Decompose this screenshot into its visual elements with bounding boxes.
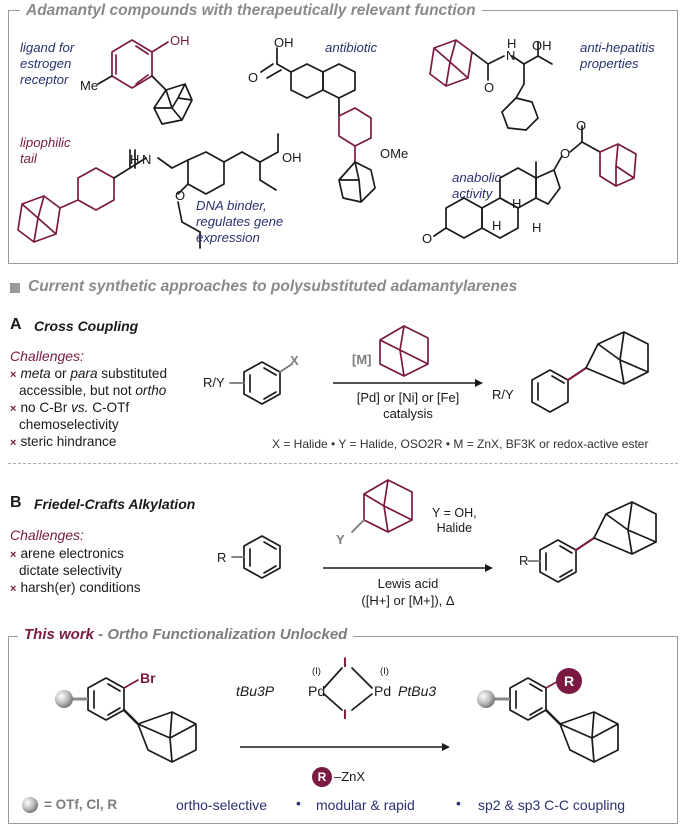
section-b-y-label: Y	[336, 532, 345, 547]
structure-anti-hepatitis	[429, 39, 553, 131]
challenge-a-3: ×no C-Br vs. C-OTf	[10, 400, 130, 415]
reagent-label: –ZnX	[334, 769, 366, 784]
atom-h-3: H	[512, 196, 522, 211]
label-anabolic: anabolic activity	[452, 170, 502, 201]
challenge-b-2: dictate selectivity	[19, 563, 122, 578]
atom-o-1: O	[248, 70, 259, 85]
feature-modular: modular & rapid	[316, 797, 415, 813]
this-work-arrow	[240, 743, 450, 751]
catalyst-bridges	[323, 667, 373, 711]
iodide-bottom: I	[343, 706, 347, 722]
catalyst-left: tBu3P	[236, 683, 275, 699]
section-a-x-label: X	[290, 353, 299, 368]
atom-h-4: H	[492, 218, 502, 233]
atom-n-2: N	[142, 152, 152, 167]
catalyst-pd2: Pd	[374, 683, 392, 699]
atom-o-2: O	[484, 80, 495, 95]
challenge-b-1: ×arene electronics	[10, 546, 124, 561]
section-heading: Current synthetic approaches to polysubs…	[28, 278, 518, 295]
section-divider	[8, 463, 678, 464]
this-work-product	[477, 677, 619, 763]
structure-dna-binder	[17, 133, 279, 249]
section-b-adamantyl-y	[351, 479, 413, 533]
section-b-y-definition: Y = OH, Halide	[432, 506, 477, 535]
structure-antibiotic	[260, 47, 376, 203]
section-b-conditions: Lewis acid ([H+] or [M+]), Δ	[361, 576, 455, 608]
challenge-a-4: chemoselectivity	[19, 417, 119, 432]
structure-estrogen-ligand	[97, 39, 193, 125]
section-a-product-label: R/Y	[492, 387, 514, 402]
this-work-title-lead: This work	[24, 626, 95, 643]
section-b-title: Friedel-Crafts Alkylation	[34, 496, 196, 512]
section-a-letter: A	[10, 316, 22, 333]
atom-h-2: H	[130, 152, 140, 167]
challenge-a-5: ×steric hindrance	[10, 434, 117, 449]
iodide-top: I	[343, 654, 347, 670]
catalyst-right: PtBu3	[398, 683, 437, 699]
challenge-b-3: ×harsh(er) conditions	[10, 580, 141, 595]
this-work-title: This work - Ortho Functionalization Unlo…	[18, 626, 354, 643]
legend-ball	[22, 797, 38, 813]
label-lipophilic: lipophilic tail	[20, 135, 71, 166]
section-a-arrow	[333, 379, 483, 387]
section-bullet	[10, 283, 20, 293]
section-a-adamantyl-metal	[379, 325, 429, 377]
feature-coupling: sp2 & sp3 C-C coupling	[478, 797, 626, 813]
challenge-a-2: accessible, but not ortho	[19, 383, 167, 398]
atom-oh-1: OH	[170, 33, 190, 48]
atom-o-6: O	[576, 118, 587, 133]
section-b-arrow	[323, 564, 493, 572]
this-work-substrate	[55, 677, 197, 763]
section-a-challenges-title: Challenges:	[10, 348, 84, 364]
challenge-a-1: ×meta or para substituted	[10, 366, 168, 381]
ox-state-1: (I)	[312, 666, 321, 677]
atom-ome: OMe	[380, 146, 409, 161]
atom-h-1: H	[507, 36, 517, 51]
reagent-r-circle: R	[312, 767, 332, 787]
label-anti-hepatitis: anti-hepatitis properties	[580, 40, 655, 71]
feature-dot-2: •	[456, 795, 461, 811]
section-a-substrate	[229, 361, 293, 405]
section-a-footnote: X = Halide • Y = Halide, OSO2R • M = ZnX…	[272, 437, 649, 451]
section-b-product	[527, 501, 657, 583]
catalyst-pd1: Pd	[308, 683, 326, 699]
feature-dot-1: •	[296, 795, 301, 811]
atom-n-1: N	[506, 48, 516, 63]
section-a-metal-label: [M]	[352, 352, 372, 367]
therapeutic-compounds-title: Adamantyl compounds with therapeutically…	[20, 2, 482, 20]
label-dna-binder: DNA binder, regulates gene expression	[196, 198, 284, 245]
section-b-letter: B	[10, 494, 22, 511]
product-r-circle: R	[556, 668, 582, 694]
ox-state-2: (I)	[380, 666, 389, 677]
section-a-product	[531, 331, 649, 413]
section-a-substrate-label: R/Y	[203, 375, 225, 390]
section-b-challenges-title: Challenges:	[10, 527, 84, 543]
section-b-product-label: R	[519, 553, 529, 568]
atom-oh-3: OH	[532, 38, 552, 53]
atom-o-4: O	[422, 231, 433, 246]
section-a-conditions: [Pd] or [Ni] or [Fe] catalysis	[356, 390, 460, 421]
feature-ortho-selective: ortho-selective	[176, 797, 268, 813]
atom-o-3: O	[175, 188, 186, 203]
atom-oh-2: OH	[274, 35, 294, 50]
legend-ball-text: = OTf, Cl, R	[44, 797, 118, 812]
atom-me: Me	[80, 78, 99, 93]
structure-anabolic-steroid	[433, 125, 637, 239]
this-work-br-label: Br	[140, 670, 156, 686]
atom-h-5: H	[532, 220, 542, 235]
atom-oh-4: OH	[282, 150, 302, 165]
section-a-title: Cross Coupling	[34, 318, 139, 334]
section-b-substrate	[231, 535, 281, 579]
this-work-title-rest: - Ortho Functionalization Unlocked	[94, 626, 348, 643]
label-antibiotic: antibiotic	[325, 40, 378, 55]
section-b-substrate-label: R	[217, 550, 227, 565]
atom-o-5: O	[560, 146, 571, 161]
label-ligand: ligand for estrogen receptor	[20, 40, 75, 87]
